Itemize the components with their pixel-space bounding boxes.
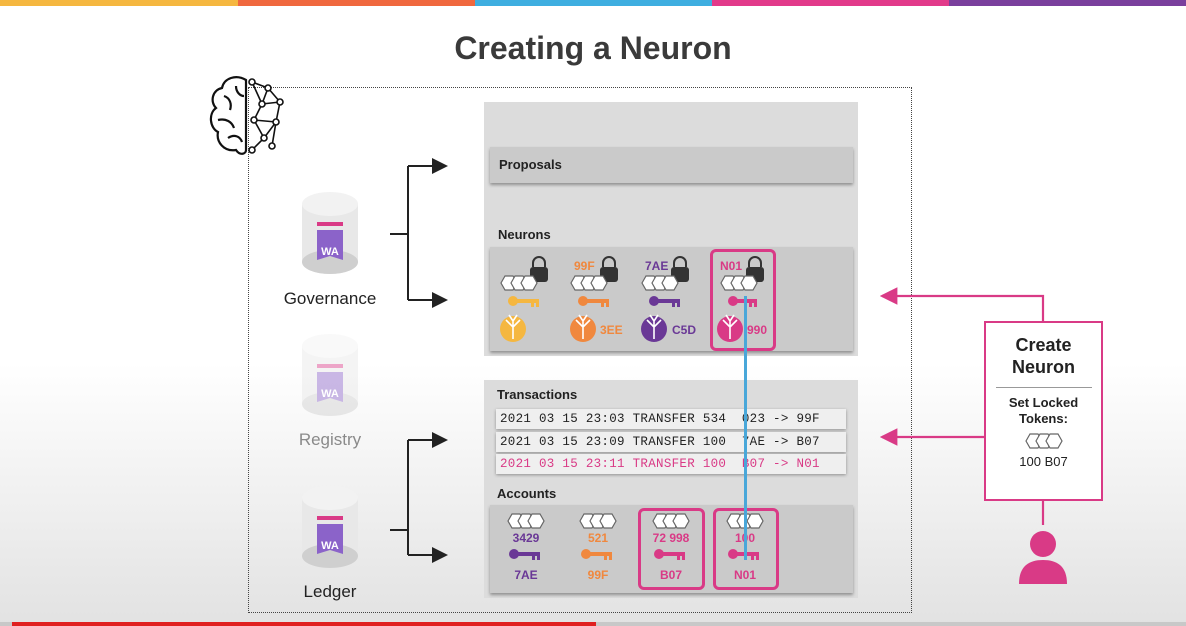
registry-label: Registry [298,430,362,449]
neuron-brain-id: 990 [747,323,768,337]
neuron-tile: 99F 3EE [567,253,629,349]
source-account-highlight [638,508,705,590]
governance-badge: WA [321,246,339,258]
governance-label: Governance [283,289,377,308]
transactions-label: Transactions [497,387,578,402]
set-locked-label-line1: Set Locked [1008,395,1079,410]
neuron-tile-new: N01 990 [713,253,775,349]
neuron-id: 99F [574,259,595,273]
account-id: N01 [733,568,756,582]
create-neuron-box: Create Neuron Set Locked Tokens: 100 B07 [984,321,1103,501]
network-boundary [248,87,912,613]
stripe-purple [949,0,1186,6]
neuron-account-link [744,296,747,560]
account-balance: 3429 [512,531,540,545]
neuron-tile [497,253,559,349]
account-tile: 3429 7AE [496,510,556,590]
registry-badge: WA [321,388,339,400]
ledger-label: Ledger [303,582,357,601]
create-neuron-title-line1: Create [1015,335,1072,355]
neuron-brain-id: C5D [672,323,697,337]
transaction-row: 2021 03 15 23:03 TRANSFER 534 023 -> 99F [496,409,846,429]
neuron-tile: 7AE C5D [638,253,700,349]
account-id: 99F [587,568,609,582]
transaction-row: 2021 03 15 23:09 TRANSFER 100 7AE -> B07 [496,432,846,452]
locked-amount: 100 B07 [1019,454,1068,469]
stripe-yellow [0,0,238,6]
brain-network-icon [209,76,284,155]
account-balance: 521 [587,531,609,545]
page-title: Creating a Neuron [454,30,732,66]
account-tile: 100 N01 [715,510,775,590]
transaction-row-new: 2021 03 15 23:11 TRANSFER 100 B07 -> N01 [496,454,846,474]
accounts-label: Accounts [497,486,557,501]
governance-canister-icon [302,192,358,274]
stripe-orange [238,0,475,6]
account-id: 7AE [514,568,538,582]
set-locked-label-line2: Tokens: [1019,411,1068,426]
registry-canister-icon [302,334,358,416]
create-neuron-title-line2: Neuron [1012,357,1075,377]
neuron-brain-id: 3EE [600,323,623,337]
ledger-badge: WA [321,540,339,552]
proposals-label: Proposals [499,157,562,172]
ledger-canister-icon [302,486,358,568]
user-icon [1019,531,1067,584]
create-neuron-divider [995,387,1092,388]
new-neuron-highlight [710,249,776,351]
stripe-blue [475,0,712,6]
account-tile: 72 998 B07 [641,510,701,590]
account-tile: 521 99F [568,510,628,590]
proposals-bar [490,147,853,183]
account-balance: 72 998 [652,531,690,545]
account-id: B07 [659,568,682,582]
neuron-id: N01 [720,259,743,273]
video-progress-fill[interactable] [12,622,596,626]
tokens-icon [1024,433,1063,449]
neuron-id: 7AE [645,259,669,273]
neurons-label: Neurons [498,227,551,242]
stripe-pink [712,0,949,6]
